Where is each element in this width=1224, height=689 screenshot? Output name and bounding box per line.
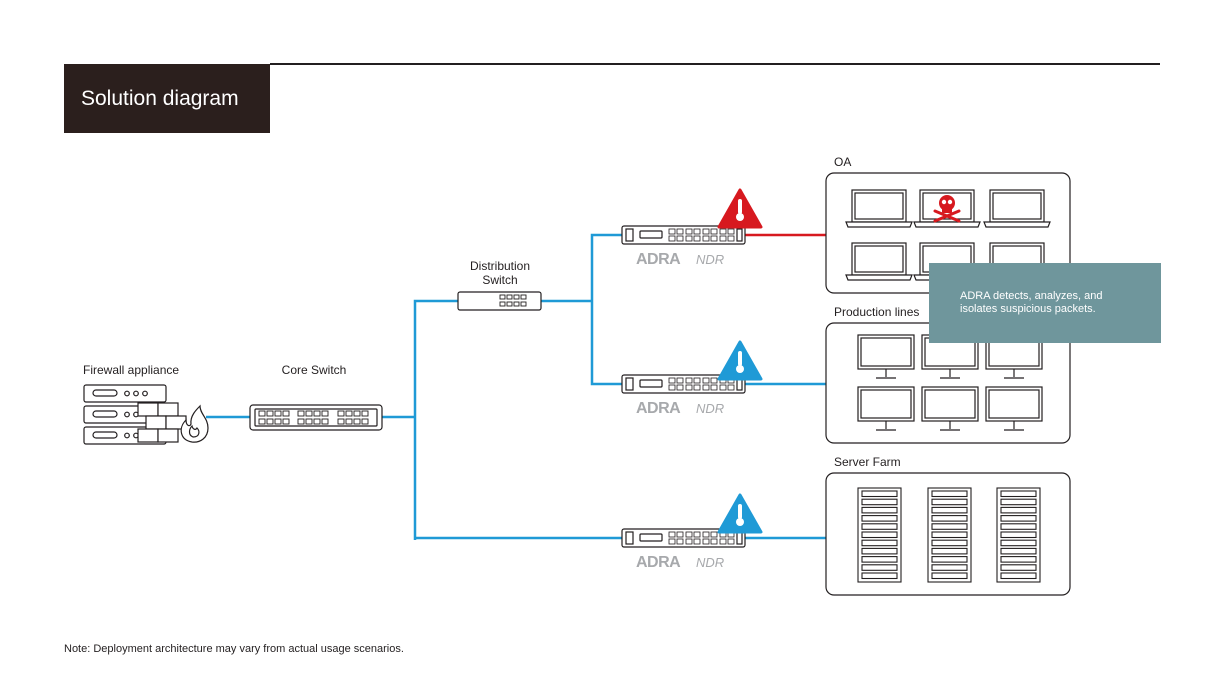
ndr-brand-name: ADRA [636,400,681,417]
server-unit [861,490,898,498]
server-unit [931,564,968,571]
page-title: Solution diagram [64,64,270,133]
distribution-switch-icon [457,291,542,311]
server-unit [861,556,898,563]
server-unit [931,556,968,563]
normal-warning-icon [717,340,763,381]
server-unit [861,531,898,539]
ndr-brand-suffix: NDR [696,401,724,416]
oa-label: OA [834,155,851,169]
server-unit [1000,564,1037,571]
ndr-appliance-serverfarm: ADRA NDR [621,528,746,571]
server-unit [931,515,968,522]
server-unit [931,531,968,539]
server-unit [931,547,968,555]
server-unit [861,498,898,506]
server-unit [1000,531,1037,539]
server-unit [861,523,898,530]
callout-line-2: isolates suspicious packets. [960,303,1096,315]
server-unit [861,564,898,571]
link-distribution-branches [590,233,622,386]
server-unit [1000,539,1037,547]
server-unit [931,506,968,514]
server-unit [931,572,968,580]
ndr-brand-suffix: NDR [696,555,724,570]
skull-icon [933,195,961,223]
ndr-brand-suffix: NDR [696,252,724,267]
firewall-label: Firewall appliance [83,363,179,377]
callout-line-1: ADRA detects, analyzes, and [960,290,1103,302]
server-unit [861,572,898,580]
top-rule [270,63,1160,65]
detection-callout: ADRA detects, analyzes, and isolates sus… [929,263,1161,343]
server-unit [861,547,898,555]
server-unit [1000,506,1037,514]
ndr-appliance-oa: ADRA NDR [621,225,746,268]
server-unit [931,498,968,506]
deployment-note: Note: Deployment architecture may vary f… [64,643,404,655]
core-switch-label: Core Switch [282,363,347,377]
network-links [206,233,851,546]
normal-warning-icon [717,493,763,534]
server-unit [931,523,968,530]
production-lines-label: Production lines [834,305,919,319]
server-unit [1000,490,1037,498]
server-unit [1000,523,1037,530]
server-unit [861,506,898,514]
server-unit [1000,547,1037,555]
server-unit [1000,572,1037,580]
firewall-icon [83,384,209,445]
ndr-brand-name: ADRA [636,554,681,571]
server-unit [931,539,968,547]
ndr-appliance-production: ADRA NDR [621,374,746,417]
server-farm-label: Server Farm [834,455,901,469]
core-switch-icon [249,404,383,431]
server-unit [1000,556,1037,563]
server-unit [1000,498,1037,506]
server-unit [1000,515,1037,522]
server-unit [861,515,898,522]
distribution-switch-label-1: Distribution [470,259,530,273]
server-unit [861,539,898,547]
alert-warning-icon [717,188,763,229]
server-unit [931,490,968,498]
link-trunk-distribution [413,299,458,540]
distribution-switch-label-2: Switch [482,273,517,287]
ndr-brand-name: ADRA [636,251,681,268]
server-rack-icon [857,487,1041,583]
